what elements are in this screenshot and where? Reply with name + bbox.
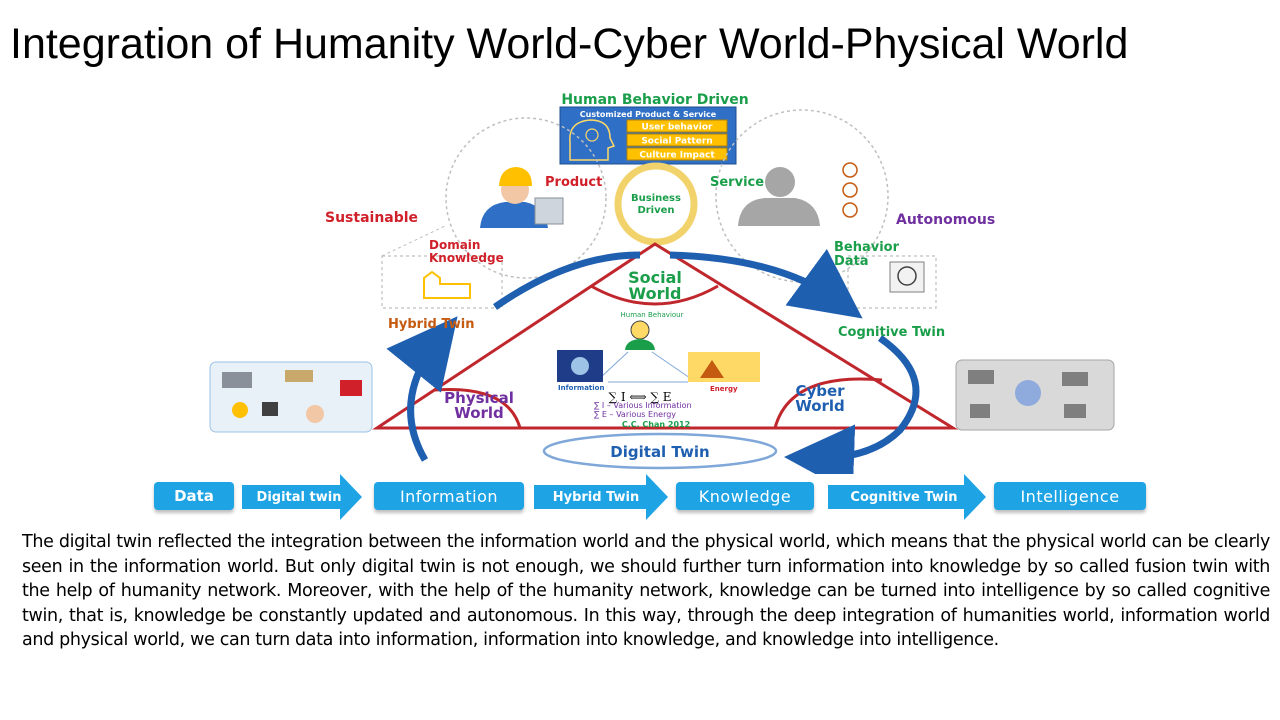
social-world-label-2: World xyxy=(629,284,682,303)
cyber-world-label-1: Cyber xyxy=(795,382,845,400)
integration-diagram: Human Behavior Driven Customized Product… xyxy=(209,92,1115,474)
service-label: Service xyxy=(710,175,764,190)
information-pill: Information xyxy=(374,482,524,510)
domain-knowledge-label-2: Knowledge xyxy=(429,251,504,265)
page-title: Integration of Humanity World-Cyber Worl… xyxy=(10,20,1129,68)
cyber-world-label-2: World xyxy=(795,397,845,415)
idea-icons xyxy=(842,162,858,218)
information-icon xyxy=(557,350,603,382)
business-driven-label-1: Business xyxy=(631,193,681,204)
human-icon xyxy=(625,320,655,350)
cyber-equipment-image xyxy=(955,359,1115,431)
worker-icon xyxy=(480,167,564,228)
social-world-arc xyxy=(590,284,719,306)
knowledge-pill: Knowledge xyxy=(676,482,814,510)
intelligence-pill: Intelligence xyxy=(994,482,1146,510)
formula-energy: ∑ E – Various Energy xyxy=(594,410,676,419)
information-label: Information xyxy=(558,384,604,392)
hybrid-twin-label: Hybrid Twin xyxy=(388,317,475,332)
domain-knowledge-box xyxy=(381,255,503,309)
formula-info: ∑ I – Various Information xyxy=(594,401,692,410)
business-driven-label-2: Driven xyxy=(637,205,674,216)
cognitive-twin-arrow-label: Cognitive Twin xyxy=(850,489,958,505)
social-pattern-box xyxy=(626,133,728,147)
culture-impact-label: Culture Impact xyxy=(639,151,715,161)
product-circle xyxy=(445,117,607,279)
cyber-world-arc xyxy=(773,377,883,429)
digital-twin-arrow-label: Digital twin xyxy=(256,489,342,505)
energy-label: Energy xyxy=(710,385,738,393)
domain-knowledge-label-1: Domain xyxy=(429,238,480,252)
knowledge-pill-label: Knowledge xyxy=(698,486,792,506)
person-silhouette-icon xyxy=(738,167,820,226)
digital-twin-ellipse xyxy=(542,432,778,470)
physical-world-label-1: Physical xyxy=(444,389,514,407)
energy-icon xyxy=(688,352,760,382)
top-left-curve xyxy=(493,251,641,310)
description-text: The digital twin reflected the integrati… xyxy=(22,532,1270,650)
user-behavior-box xyxy=(626,119,728,133)
autonomous-label: Autonomous xyxy=(896,212,995,228)
product-label: Product xyxy=(545,175,602,190)
right-arrow xyxy=(784,335,920,474)
physical-world-label-2: World xyxy=(454,404,504,422)
formula-main: ∑ I ⟺ ∑ E xyxy=(608,390,671,404)
description-paragraph: The digital twin reflected the integrati… xyxy=(22,530,1270,653)
factory-icon xyxy=(423,270,471,299)
information-pill-label: Information xyxy=(399,486,499,506)
cognitive-twin-arrow: Cognitive Twin xyxy=(828,474,986,520)
behavior-data-label-2: Data xyxy=(834,254,869,269)
human-behaviour-label: Human Behaviour xyxy=(621,311,684,319)
world-triangle xyxy=(372,242,959,430)
behavior-data-label-1: Behavior xyxy=(834,240,900,255)
intelligence-pill-label: Intelligence xyxy=(1020,486,1120,506)
data-pill: Data xyxy=(154,482,234,510)
left-arrow xyxy=(386,316,458,462)
data-pill-label: Data xyxy=(174,487,214,505)
user-behavior-label: User behavior xyxy=(642,123,714,133)
hybrid-twin-arrow-label: Hybrid Twin xyxy=(552,489,640,505)
credit-label: C.C. Chan 2012 xyxy=(622,420,690,429)
cognitive-twin-label: Cognitive Twin xyxy=(838,325,945,340)
head-gear-icon xyxy=(569,119,616,161)
social-world-label-1: Social xyxy=(628,268,682,287)
top-right-arrow xyxy=(669,248,863,319)
knowledge-flow: Data Digital twin Information Hybrid Twi… xyxy=(0,474,1280,524)
human-behavior-driven-label: Human Behavior Driven xyxy=(561,92,748,108)
business-driven-ring xyxy=(614,162,698,246)
factory-equipment-image xyxy=(209,361,373,433)
digital-twin-label: Digital Twin xyxy=(610,443,709,461)
hybrid-twin-arrow: Hybrid Twin xyxy=(534,474,668,520)
sustainable-label: Sustainable xyxy=(325,210,418,226)
customized-product-label: Customized Product & Service xyxy=(580,110,717,119)
brain-icon xyxy=(889,261,925,293)
social-pattern-label: Social Pattern xyxy=(641,137,712,147)
digital-twin-arrow: Digital twin xyxy=(242,474,362,520)
